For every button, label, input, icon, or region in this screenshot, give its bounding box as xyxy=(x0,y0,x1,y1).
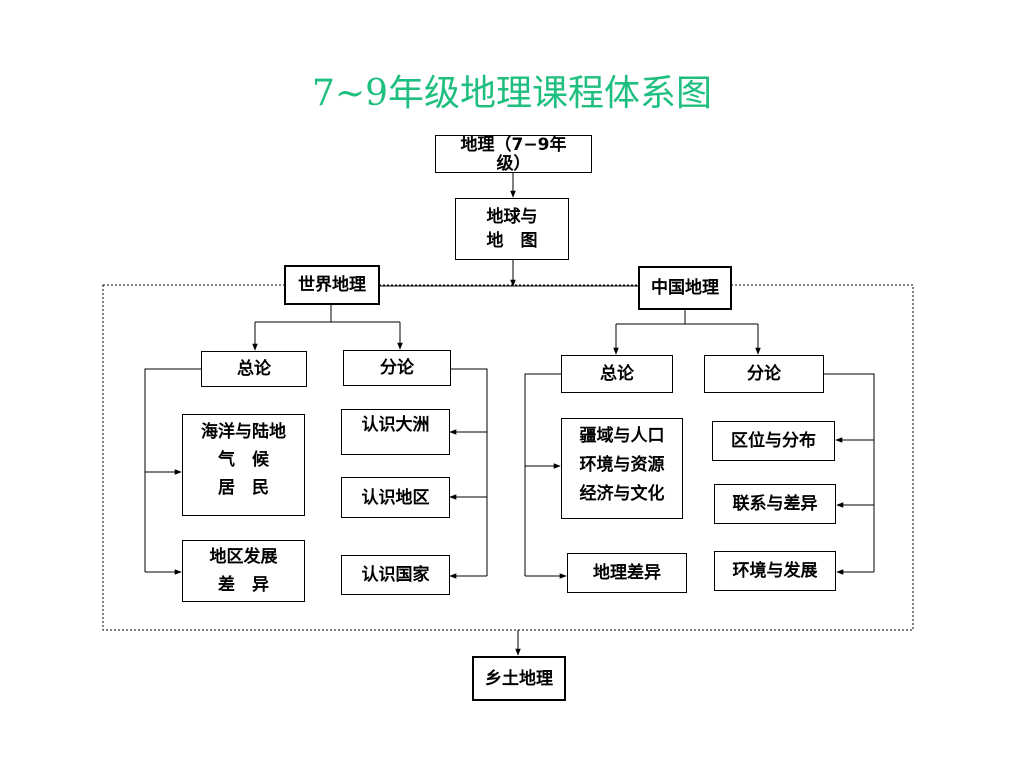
node-world-topics-1: 海洋与陆地 气 候 居 民 xyxy=(182,414,305,516)
node-china-general: 总论 xyxy=(561,355,673,393)
node-connection: 联系与差异 xyxy=(714,484,836,524)
node-world-topics-2: 地区发展 差 异 xyxy=(182,540,305,602)
world-china-container xyxy=(102,284,914,631)
node-china-regional: 分论 xyxy=(704,355,824,393)
node-earth-map: 地球与 地 图 xyxy=(455,198,569,260)
page-title: 7~9年级地理课程体系图 xyxy=(312,73,712,114)
node-china-topics-1: 疆域与人口 环境与资源 经济与文化 xyxy=(561,418,683,519)
node-env-dev: 环境与发展 xyxy=(714,551,836,591)
node-location: 区位与分布 xyxy=(712,421,835,461)
node-world-general: 总论 xyxy=(201,351,307,387)
node-continents: 认识大洲 xyxy=(341,409,450,455)
node-china-diff: 地理差异 xyxy=(567,553,687,593)
node-world-geography: 世界地理 xyxy=(284,265,380,305)
node-world-regional: 分论 xyxy=(343,350,451,386)
node-local-geography: 乡土地理 xyxy=(472,656,566,701)
node-china-geography: 中国地理 xyxy=(638,266,732,310)
node-root: 地理（7−9年 级） xyxy=(435,135,592,174)
node-countries: 认识国家 xyxy=(341,555,450,595)
node-regions: 认识地区 xyxy=(341,477,450,518)
